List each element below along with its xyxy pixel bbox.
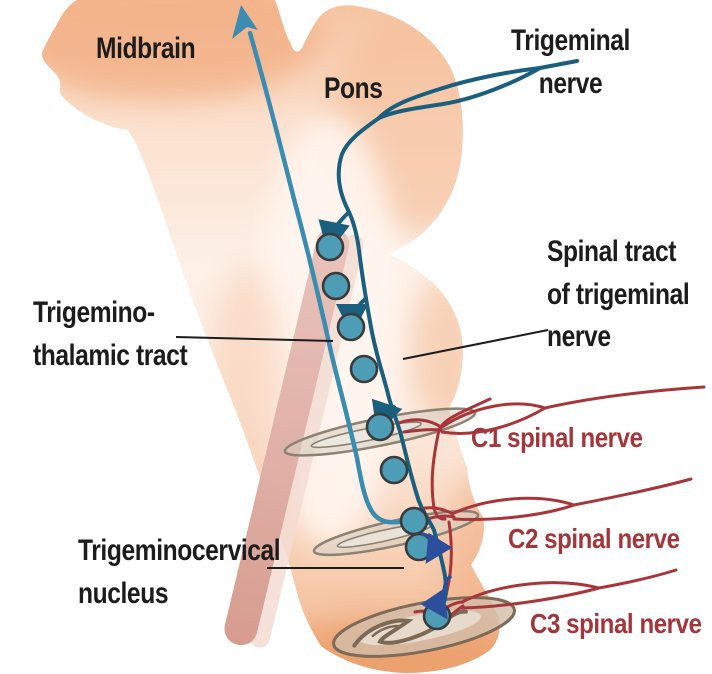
c2-spinal-nerve-label: C2 spinal nerve (508, 523, 680, 554)
c3-cord-section (332, 596, 516, 658)
pons-label: Pons (324, 72, 383, 105)
trigeminothalamic-tract-line (232, 5, 415, 525)
c2-nerve-trunk (452, 477, 693, 515)
neuron-dot (399, 506, 429, 536)
trigemino-thalamic-tract-label: Trigemino- thalamic tract (33, 296, 188, 372)
spinal-tract-stripe (224, 227, 350, 646)
leader-lines (175, 329, 549, 569)
c3-nerve-trunk (460, 568, 678, 604)
c1-spinal-nerve-lines (397, 385, 706, 521)
neuron-dot (315, 232, 345, 262)
neuron-dot (336, 312, 366, 342)
trigeminocervical-nucleus-label: Trigeminocervical nucleus (78, 534, 281, 610)
spinal-tract-leader (402, 329, 549, 360)
trigemino-thalamic-leader (175, 336, 334, 342)
neuron-dot (422, 601, 452, 631)
neuron-dot (349, 354, 379, 384)
trigeminal-nerve-label: Trigeminal nerve (511, 24, 630, 100)
neuron-dot (365, 412, 395, 442)
c1-spinal-nerve-label: C1 spinal nerve (471, 422, 643, 453)
midbrain-label: Midbrain (96, 32, 196, 65)
synapse-arrows (420, 532, 453, 620)
ascending-arrowhead (232, 5, 258, 39)
neuron-dot (379, 455, 409, 485)
c3-spinal-nerve-label: C3 spinal nerve (530, 608, 702, 639)
neuron-dot (321, 271, 351, 301)
spinal-tract-label: Spinal tract of trigeminal nerve (547, 235, 690, 354)
